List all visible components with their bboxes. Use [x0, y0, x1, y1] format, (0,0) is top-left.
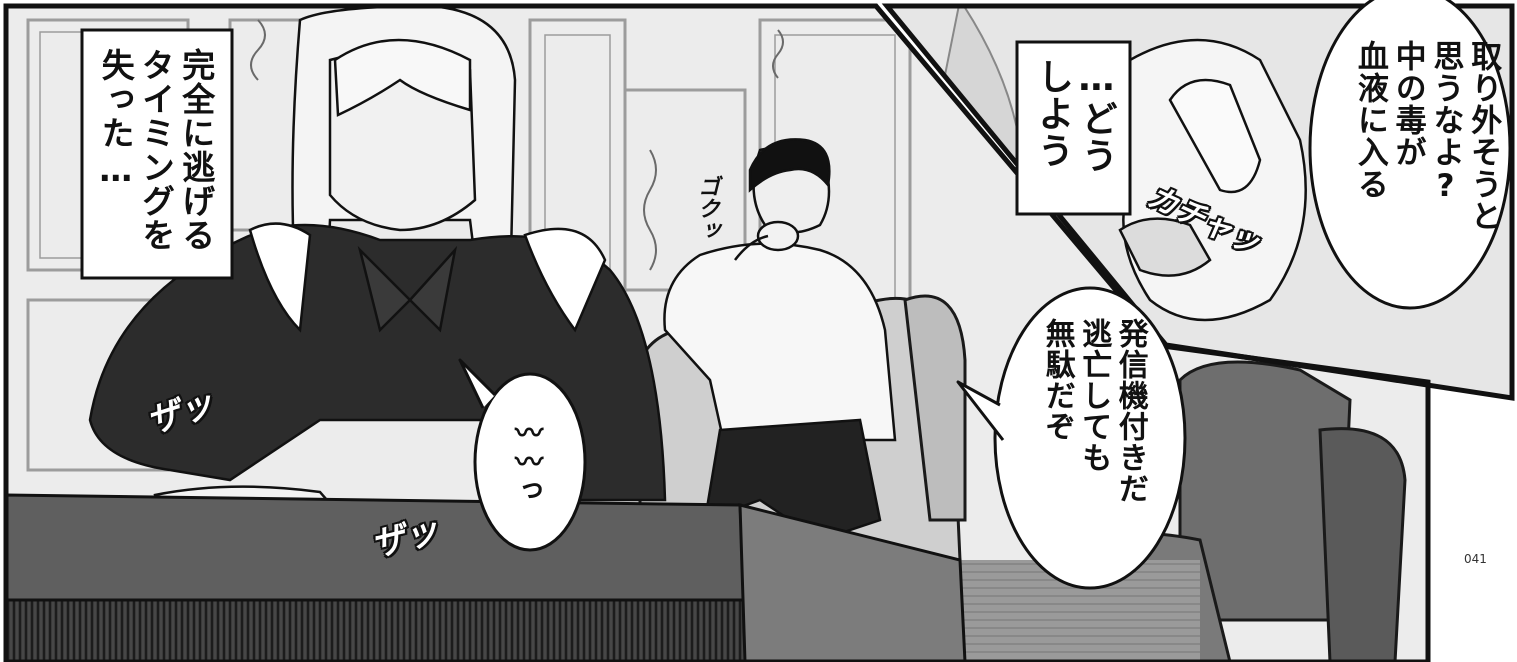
speech-text-man: 発信機付きだ 逃亡しても 無駄だぞ — [1039, 318, 1148, 504]
speech-text-warning: 取り外そうと 思うなよ? 中の毒が 血液に入る — [1351, 40, 1502, 232]
hand-figure — [1118, 38, 1307, 322]
page-number: 041 — [1464, 552, 1487, 566]
speech-bubble-maid — [458, 358, 587, 552]
speech-bubble-warning — [1308, 0, 1512, 310]
wall-ornaments — [250, 19, 784, 271]
sfx-gulp: ゴクッ — [694, 175, 719, 241]
panel-borders — [3, 3, 1515, 662]
narration-text-left: 完全に逃げる タイミングを 失った… — [96, 48, 216, 252]
narration-box-inset — [1015, 40, 1132, 216]
narration-box-left — [80, 28, 234, 280]
speech-bubble-man — [956, 286, 1187, 590]
narration-text-inset: …どう しよう — [1031, 58, 1117, 174]
speech-text-maid: 〰〰っ — [511, 418, 545, 505]
